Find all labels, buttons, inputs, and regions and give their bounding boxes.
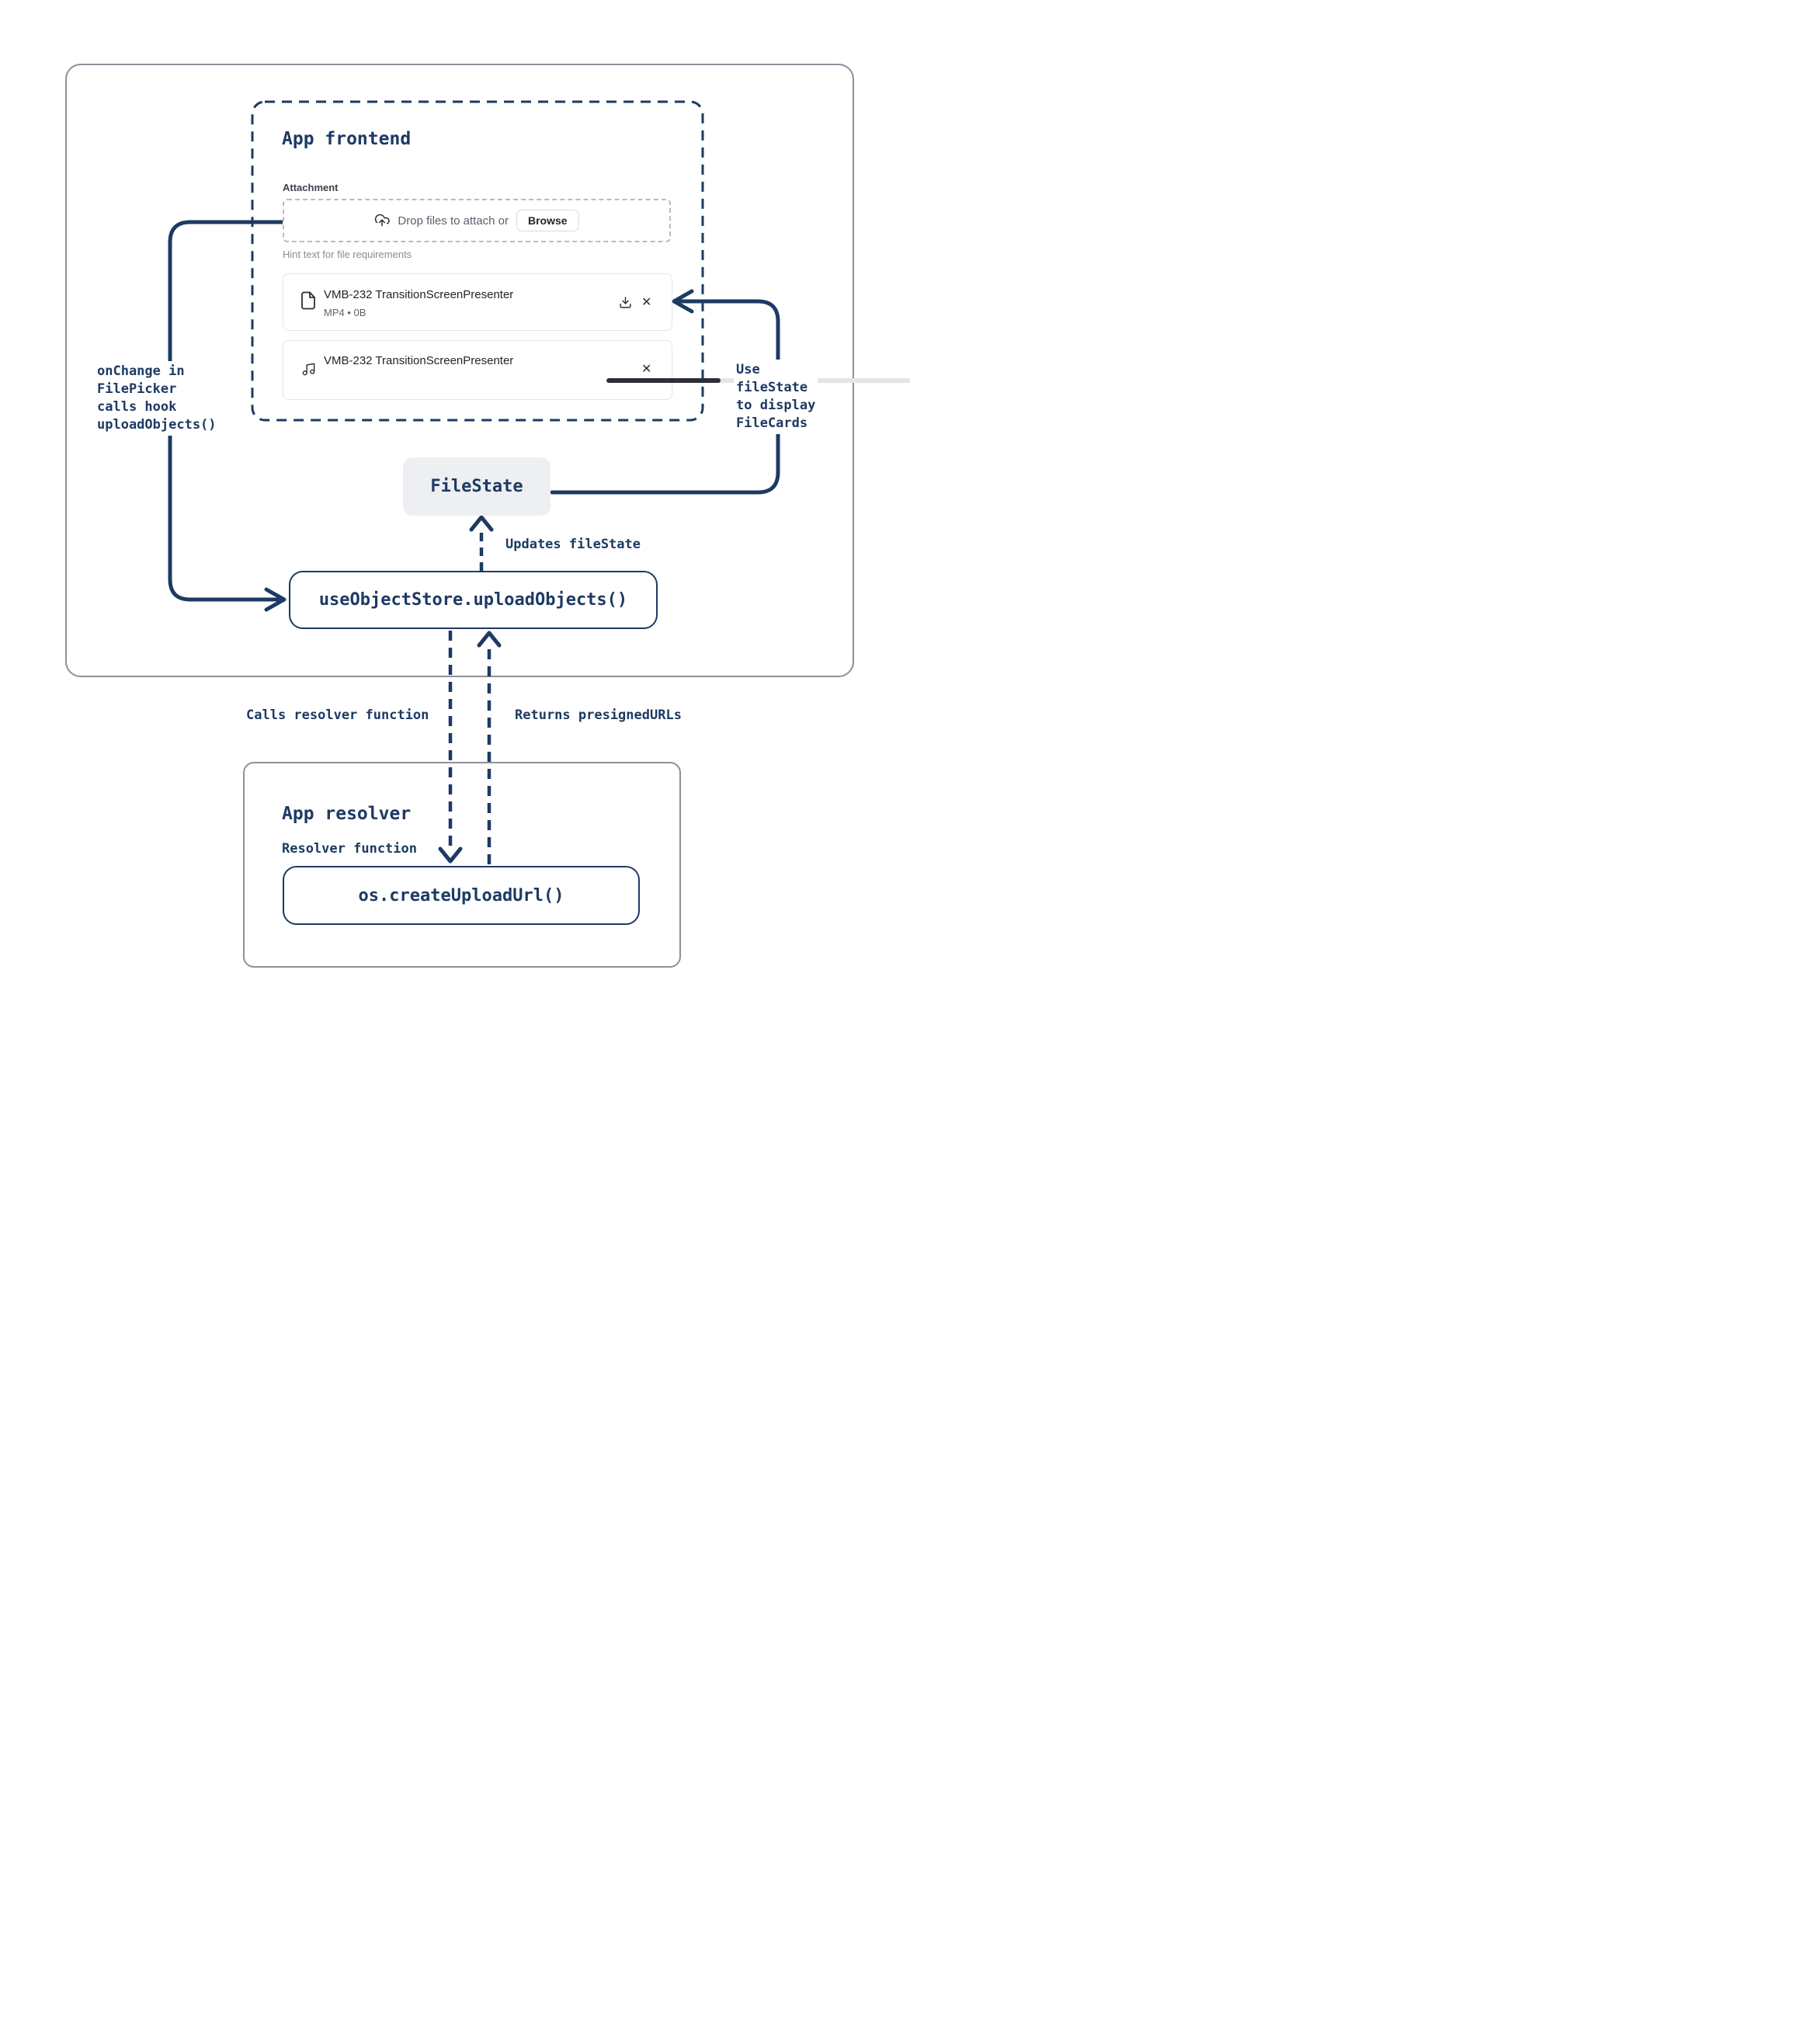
updates-filestate-annotation: Updates fileState <box>503 534 643 555</box>
calls-resolver-annotation: Calls resolver function <box>244 705 432 726</box>
file-name: VMB-232 TransitionScreenPresenter <box>324 354 514 367</box>
upload-objects-label: useObjectStore.uploadObjects() <box>318 590 628 610</box>
resolver-frame <box>243 762 681 968</box>
file-card: VMB-232 TransitionScreenPresenter MP4 • … <box>283 273 672 331</box>
attachment-label: Attachment <box>283 182 339 193</box>
create-upload-url-label: os.createUploadUrl() <box>358 885 564 906</box>
app-resolver-title: App resolver <box>282 804 412 824</box>
browse-button[interactable]: Browse <box>516 210 579 231</box>
file-meta: MP4 • 0B <box>324 307 366 318</box>
upload-progress-fill <box>606 378 721 383</box>
close-icon[interactable]: ✕ <box>641 363 652 376</box>
dropzone-text: Drop files to attach or <box>398 214 509 228</box>
filestate-box: FileState <box>403 457 551 516</box>
file-name: VMB-232 TransitionScreenPresenter <box>324 288 514 301</box>
upload-cloud-icon <box>374 213 391 228</box>
download-icon[interactable] <box>619 296 632 313</box>
dropzone-hint: Hint text for file requirements <box>283 249 412 260</box>
close-icon[interactable]: ✕ <box>641 296 652 309</box>
music-icon <box>301 362 316 381</box>
upload-objects-box: useObjectStore.uploadObjects() <box>289 571 658 629</box>
returns-presigned-annotation: Returns presignedURLs <box>512 705 684 726</box>
filestate-label: FileState <box>430 477 523 496</box>
file-dropzone[interactable]: Drop files to attach or Browse <box>283 199 671 242</box>
file-card: VMB-232 TransitionScreenPresenter ✕ <box>283 340 910 400</box>
create-upload-url-box: os.createUploadUrl() <box>283 866 640 925</box>
file-icon <box>300 291 316 314</box>
resolver-function-label: Resolver function <box>282 841 417 857</box>
onchange-annotation: onChange in FilePicker calls hook upload… <box>95 361 219 436</box>
app-frontend-title: App frontend <box>282 129 412 149</box>
diagram-canvas: App frontend Attachment Drop files to at… <box>0 0 910 1022</box>
use-filestate-annotation: Use fileState to display FileCards <box>734 360 818 434</box>
